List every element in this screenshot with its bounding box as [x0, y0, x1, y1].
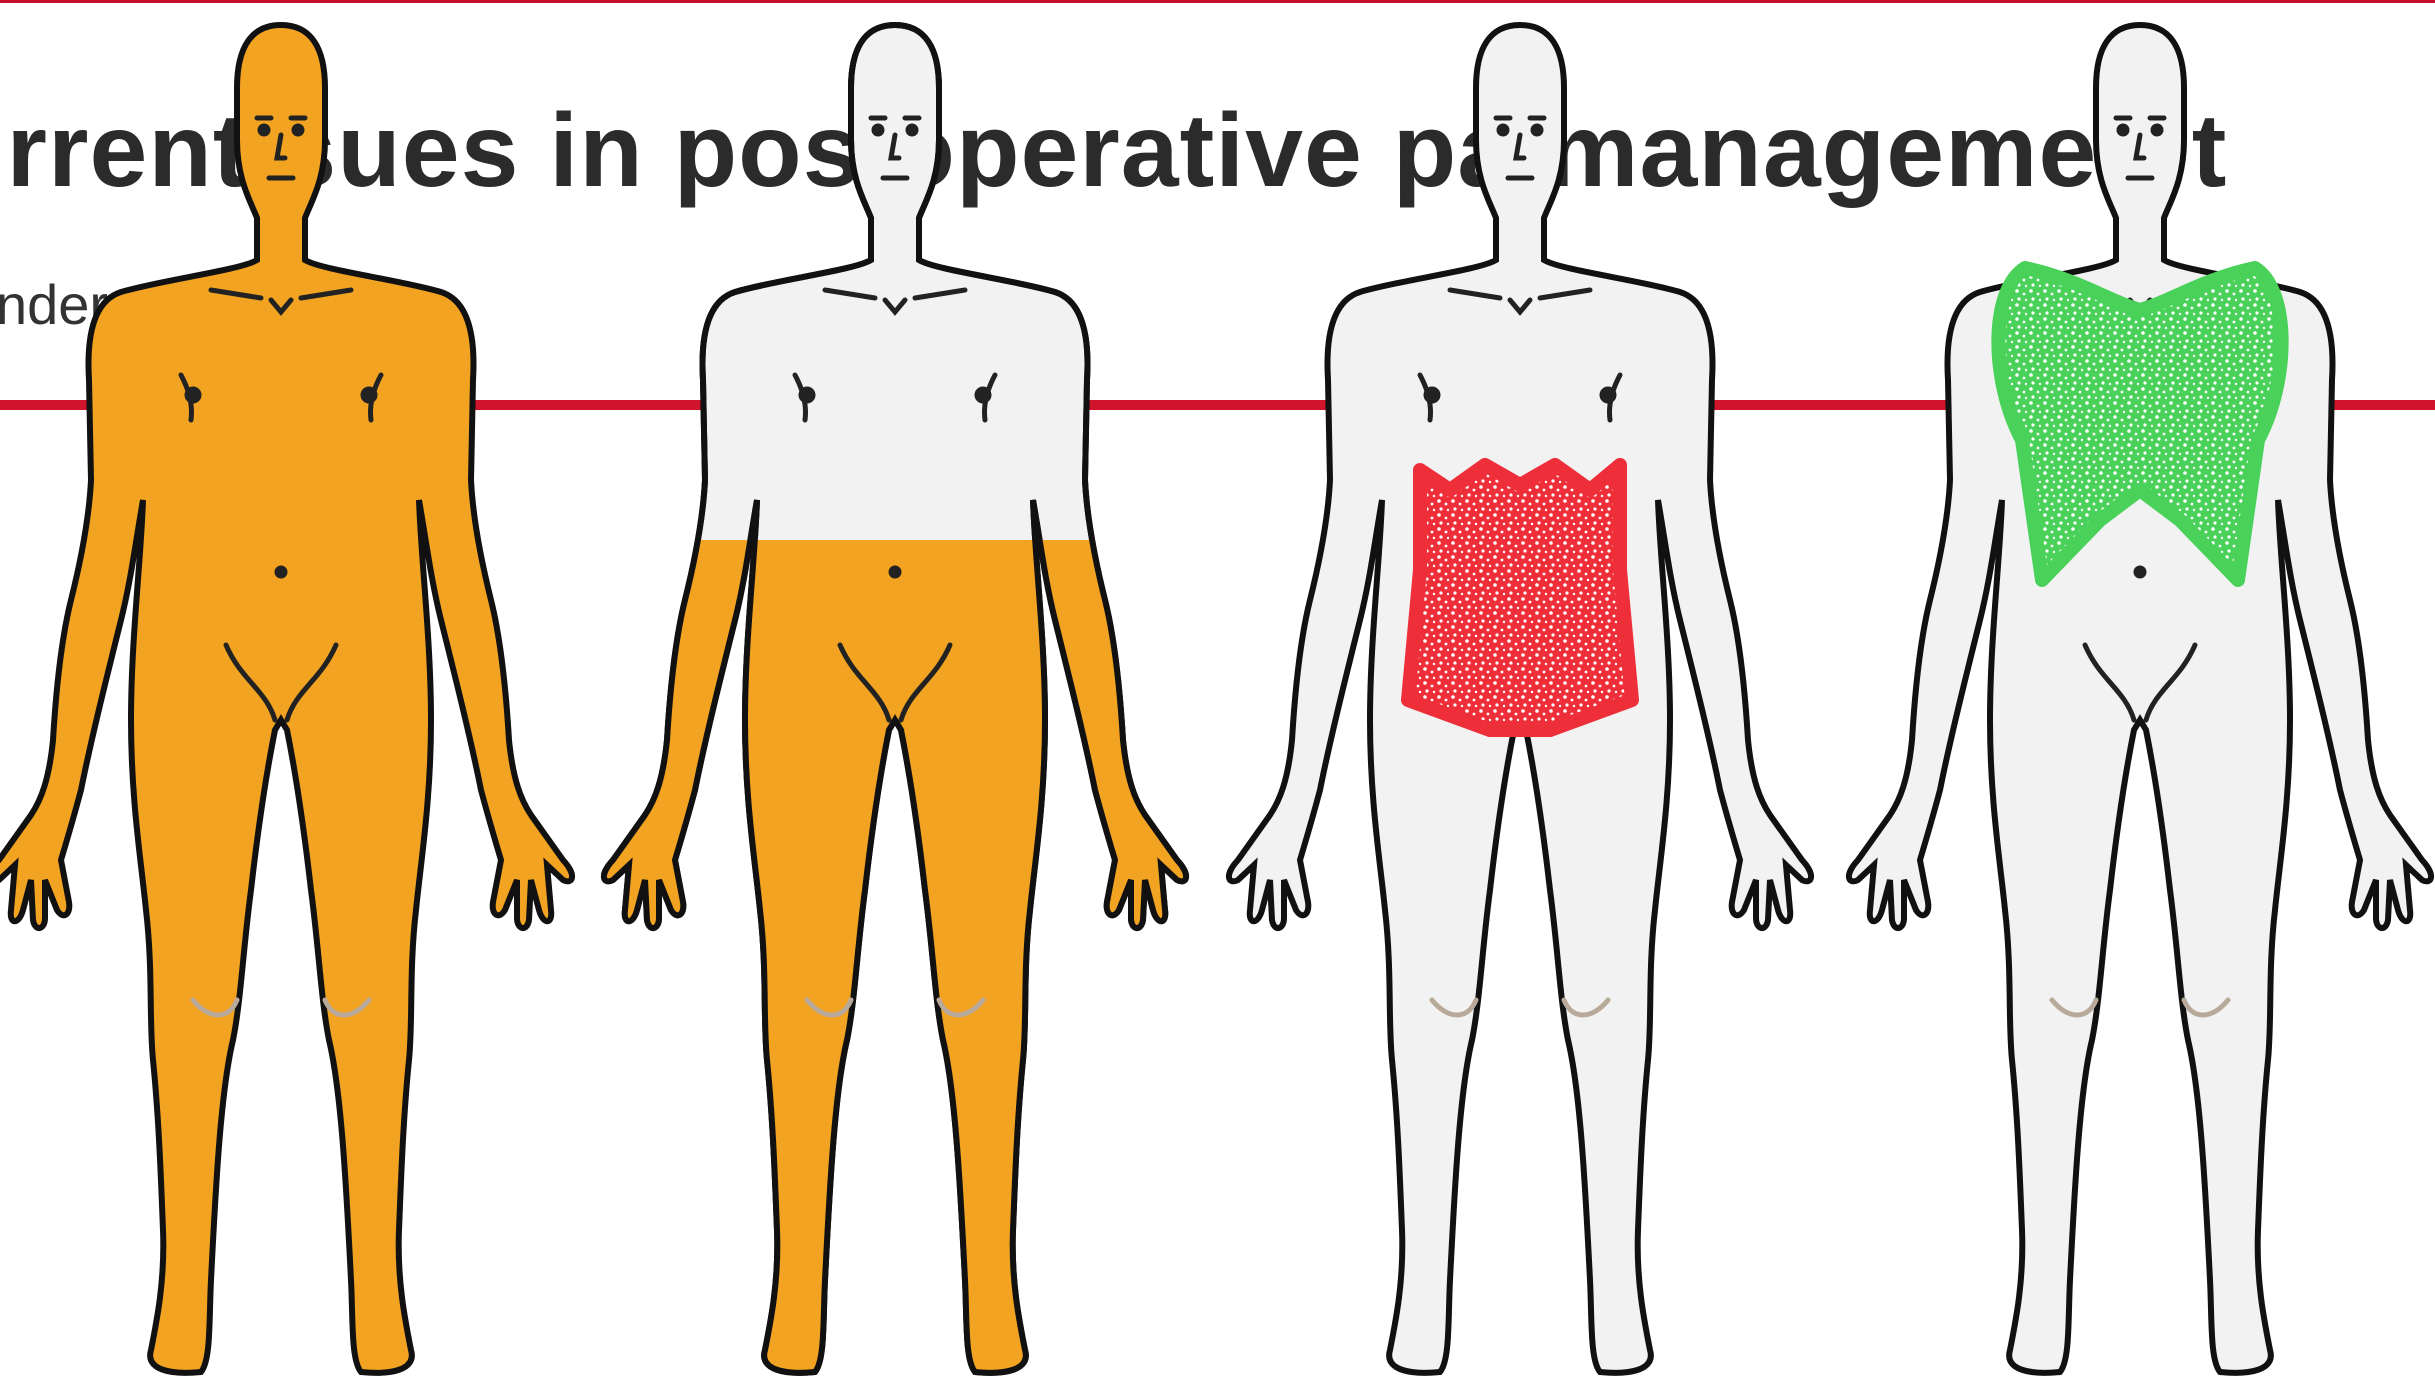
- body-figure-chest: [1849, 25, 2431, 1373]
- body-figure-abdomen: [1229, 25, 1811, 1373]
- body-figure-lower: [604, 25, 1186, 1373]
- body-figure-full: [0, 25, 572, 1373]
- abdomen-highlight: [1408, 465, 1632, 730]
